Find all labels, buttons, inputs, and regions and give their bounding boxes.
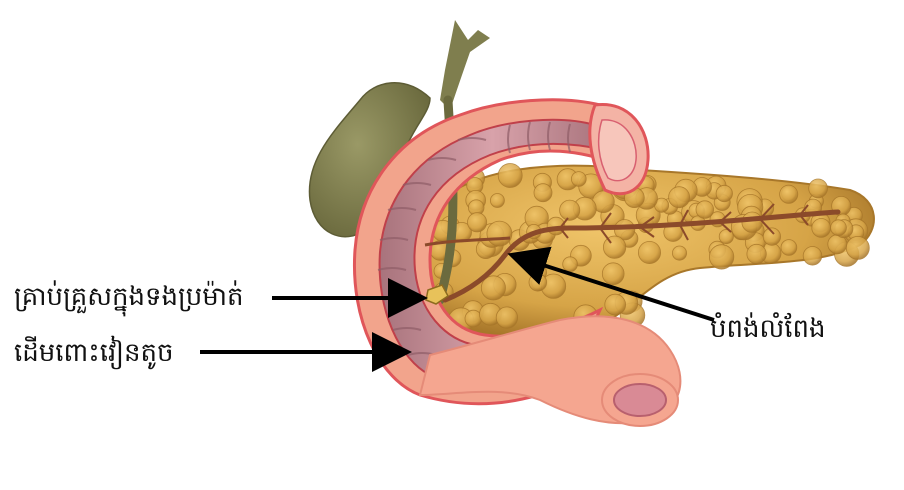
pancreas-lobules	[429, 163, 870, 334]
label-pancreatic-duct: បំពង់លំពែង	[710, 314, 826, 344]
label-gallstone: គ្រាប់គ្រួសក្នុងទងប្រម៉ាត់	[14, 282, 244, 312]
pancreatic-duct	[424, 203, 841, 303]
arrow-pancreatic-duct	[507, 246, 715, 322]
label-duodenum: ដើមពោះវៀនតូច	[14, 338, 174, 368]
duct-branches	[559, 203, 809, 244]
duodenum	[352, 98, 682, 427]
annotation-arrows	[200, 246, 715, 372]
pancreas	[418, 163, 875, 343]
